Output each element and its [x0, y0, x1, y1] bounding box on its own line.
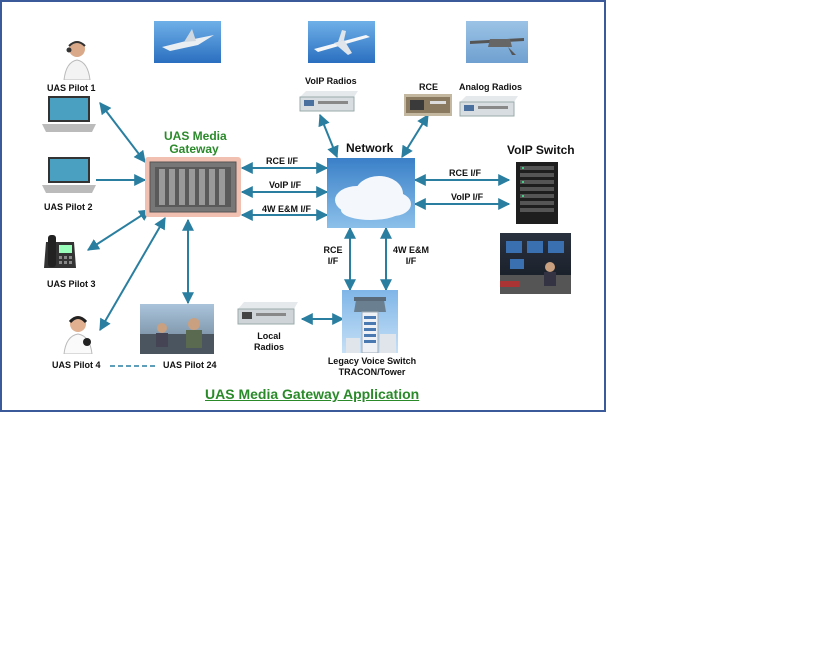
leg-rce-line1: RCE [323, 245, 343, 255]
pilot24-label: UAS Pilot 24 [163, 360, 217, 370]
local-radios-line1: Local [257, 331, 281, 341]
pilot3-label: UAS Pilot 3 [47, 279, 96, 289]
legacy-switch-label: Legacy Voice Switch TRACON/Tower [314, 356, 430, 378]
link-pilot4-gateway [99, 216, 166, 332]
voip-switch-label: VoIP Switch [507, 143, 575, 157]
network-label: Network [346, 141, 394, 155]
pilot2-laptop [42, 155, 96, 195]
pilot1-laptop [42, 94, 96, 134]
diagram-title: UAS Media Gateway Application [205, 386, 420, 402]
leg-4w-line2: I/F [405, 256, 417, 266]
network-cloud-image [327, 158, 415, 228]
pilot4-headset-person [60, 312, 96, 354]
gateway-label: UAS Media Gateway [164, 129, 227, 156]
control-tower-image [342, 290, 398, 353]
legacy-switch-line1: Legacy Voice Switch [327, 356, 417, 366]
media-gateway-chassis [145, 157, 241, 217]
leg-rce-link-label: RCE I/F [318, 245, 348, 267]
pilot4-label: UAS Pilot 4 [52, 360, 101, 370]
analog-radios-device [458, 94, 520, 118]
local-radios-device [236, 299, 300, 327]
legacy-switch-line2: TRACON/Tower [338, 367, 406, 377]
rce-device [404, 94, 452, 116]
predator-drone-image [466, 21, 528, 63]
leg-rce-line2: I/F [327, 256, 339, 266]
gw-4w-link-label: 4W E&M I/F [262, 204, 311, 214]
voip-radios-label: VoIP Radios [305, 76, 357, 86]
link-pilot1-gateway [99, 102, 146, 163]
airliner-image [308, 21, 375, 63]
leg-4w-line1: 4W E&M [393, 245, 429, 255]
pilot2-label: UAS Pilot 2 [44, 202, 93, 212]
voip-radios-device [298, 89, 360, 113]
rce-device-label: RCE [419, 82, 439, 92]
voip-switch-rack [514, 160, 560, 226]
pilot1-headset-person [60, 38, 94, 80]
uav-image [154, 21, 221, 63]
sw-voip-link-label: VoIP I/F [451, 192, 484, 202]
gateway-label-line1: UAS Media [164, 129, 227, 143]
local-radios-label: Local Radios [248, 331, 290, 353]
pilot24-control-room-image [140, 304, 214, 354]
link-rce-network [401, 113, 429, 159]
atc-console-image [500, 233, 571, 294]
leg-4w-link-label: 4W E&M I/F [388, 245, 434, 267]
gateway-label-line2: Gateway [169, 142, 219, 156]
pilot1-label: UAS Pilot 1 [47, 83, 96, 93]
pilot3-desk-phone [42, 232, 78, 272]
link-pilot3-gateway [86, 209, 152, 251]
local-radios-line2: Radios [253, 342, 284, 352]
gw-rce-link-label: RCE I/F [266, 156, 299, 166]
gw-voip-link-label: VoIP I/F [269, 180, 302, 190]
link-voipradios-network [318, 113, 339, 159]
analog-radios-label: Analog Radios [459, 82, 523, 92]
sw-rce-link-label: RCE I/F [449, 168, 482, 178]
